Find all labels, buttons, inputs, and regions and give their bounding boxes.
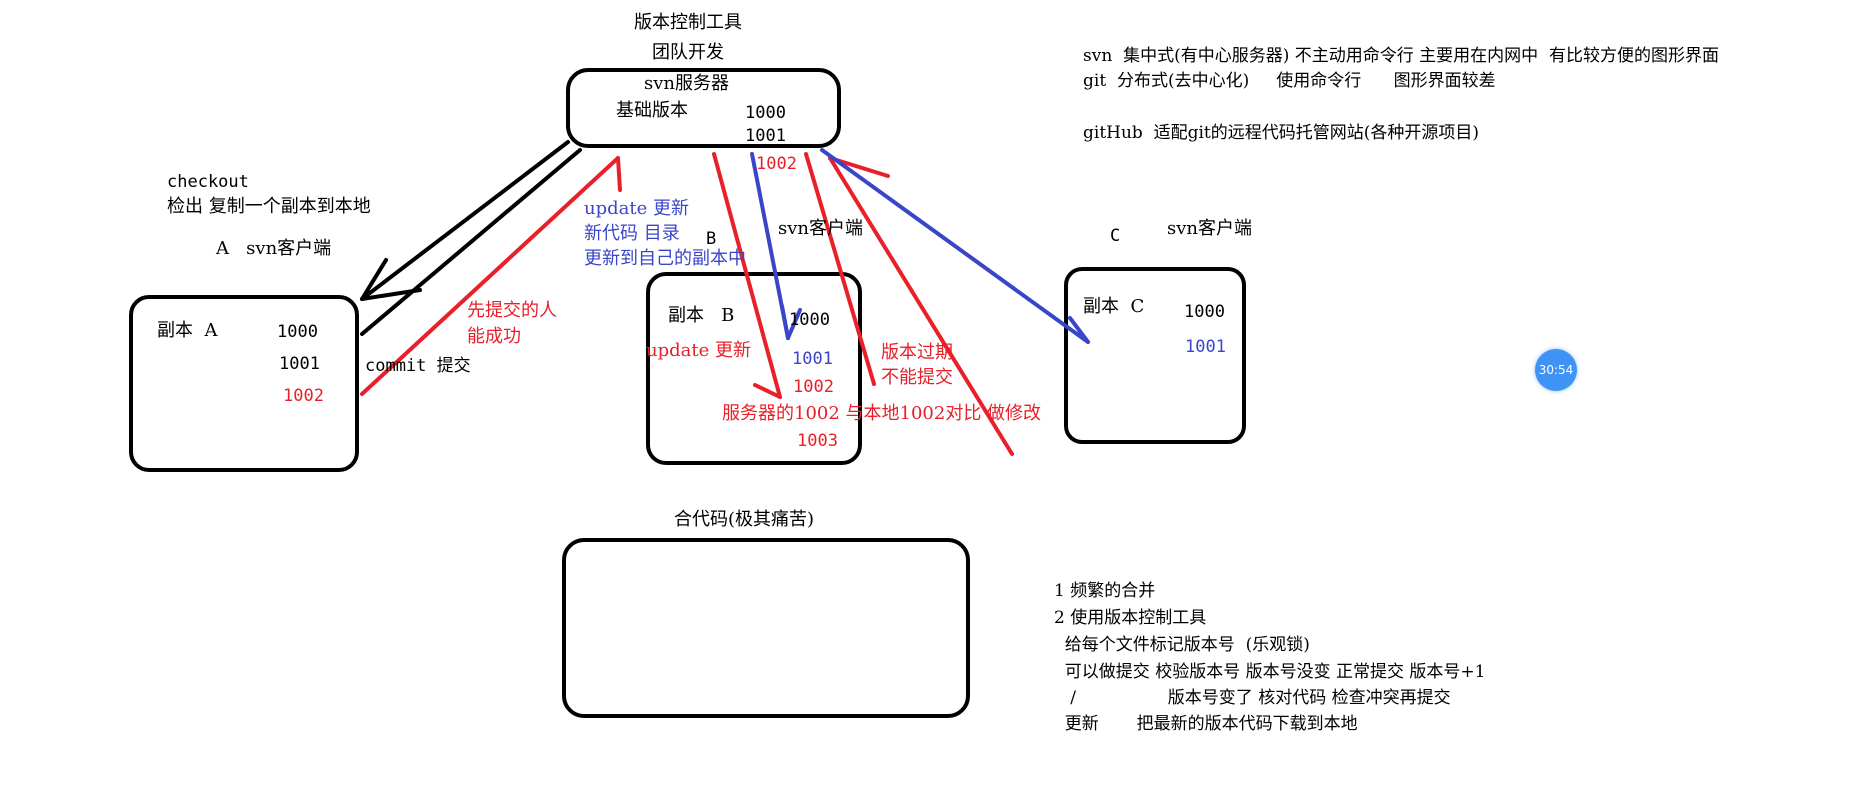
client-a-copy-label: 副本 A [157, 320, 218, 341]
note-line-6: 更新 把最新的版本代码下载到本地 [1054, 714, 1358, 734]
commit-label: commit 提交 [365, 356, 471, 376]
client-a-version-1002: 1002 [283, 386, 324, 406]
client-b-box [646, 272, 862, 465]
server-label: svn服务器 [644, 73, 729, 94]
client-c-copy-label: 副本 C [1083, 296, 1145, 317]
client-b-version-1000: 1000 [789, 310, 830, 330]
client-a-box [129, 295, 359, 472]
git-description: git 分布式(去中心化) 使用命令行 图形界面较差 [1083, 71, 1496, 91]
update-arrow-c [820, 148, 1090, 344]
merge-box [562, 538, 970, 718]
timer-badge[interactable]: 30:54 [1535, 349, 1577, 391]
client-a-title: A svn客户端 [216, 238, 332, 259]
server-version-1000: 1000 [745, 103, 786, 123]
compare-note: 服务器的1002 与本地1002对比 做修改 [722, 403, 1042, 424]
first-commit-note: 先提交的人 能成功 [467, 300, 557, 347]
checkout-label: checkout [167, 172, 249, 192]
checkout-description: 检出 复制一个副本到本地 [167, 196, 371, 217]
github-description: gitHub 适配git的远程代码托管网站(各种开源项目) [1083, 123, 1480, 143]
update-arrow-red [712, 152, 782, 399]
client-c-version-1000: 1000 [1184, 302, 1225, 322]
client-c-version-1001: 1001 [1185, 337, 1226, 357]
update-label: update 更新 [646, 340, 751, 361]
client-b-version-1001: 1001 [792, 349, 833, 369]
server-version-1001: 1001 [745, 126, 786, 146]
client-c-letter: C [1110, 226, 1121, 246]
svn-description: svn 集中式(有中心服务器) 不主动用命令行 主要用在内网中 有比较方便的图形… [1083, 46, 1719, 66]
client-c-title: svn客户端 [1167, 218, 1252, 239]
server-version-1002: 1002 [756, 154, 797, 174]
server-base-label: 基础版本 [616, 100, 688, 121]
diagram-subtitle: 团队开发 [652, 42, 724, 63]
client-b-version-1003: 1003 [797, 431, 838, 451]
client-a-version-1001: 1001 [279, 354, 320, 374]
client-b-copy-label: 副本 B [668, 305, 735, 326]
client-a-version-1000: 1000 [277, 322, 318, 342]
update-note: update 更新 新代码 目录 更新到自己的副本中 [584, 198, 746, 269]
note-line-2: 2 使用版本控制工具 [1054, 608, 1207, 628]
client-c-box [1064, 267, 1246, 444]
note-line-5: / 版本号变了 核对代码 检查冲突再提交 [1054, 688, 1451, 708]
checkout-arrow [360, 140, 582, 336]
svn-server-box [566, 68, 841, 148]
expired-note: 版本过期 不能提交 [881, 342, 953, 388]
client-b-title: svn客户端 [778, 218, 863, 239]
client-b-version-1002: 1002 [793, 377, 834, 397]
update-arrow-blue [750, 152, 802, 340]
merge-label: 合代码(极其痛苦) [674, 509, 815, 530]
client-b-letter: B [706, 229, 717, 249]
note-line-1: 1 频繁的合并 [1054, 581, 1156, 601]
diagram-title: 版本控制工具 [634, 12, 742, 33]
note-line-4: 可以做提交 校验版本号 版本号没变 正常提交 版本号+1 [1054, 662, 1486, 682]
note-line-3: 给每个文件标记版本号 (乐观锁) [1054, 635, 1310, 655]
commit-arrow [360, 156, 622, 396]
